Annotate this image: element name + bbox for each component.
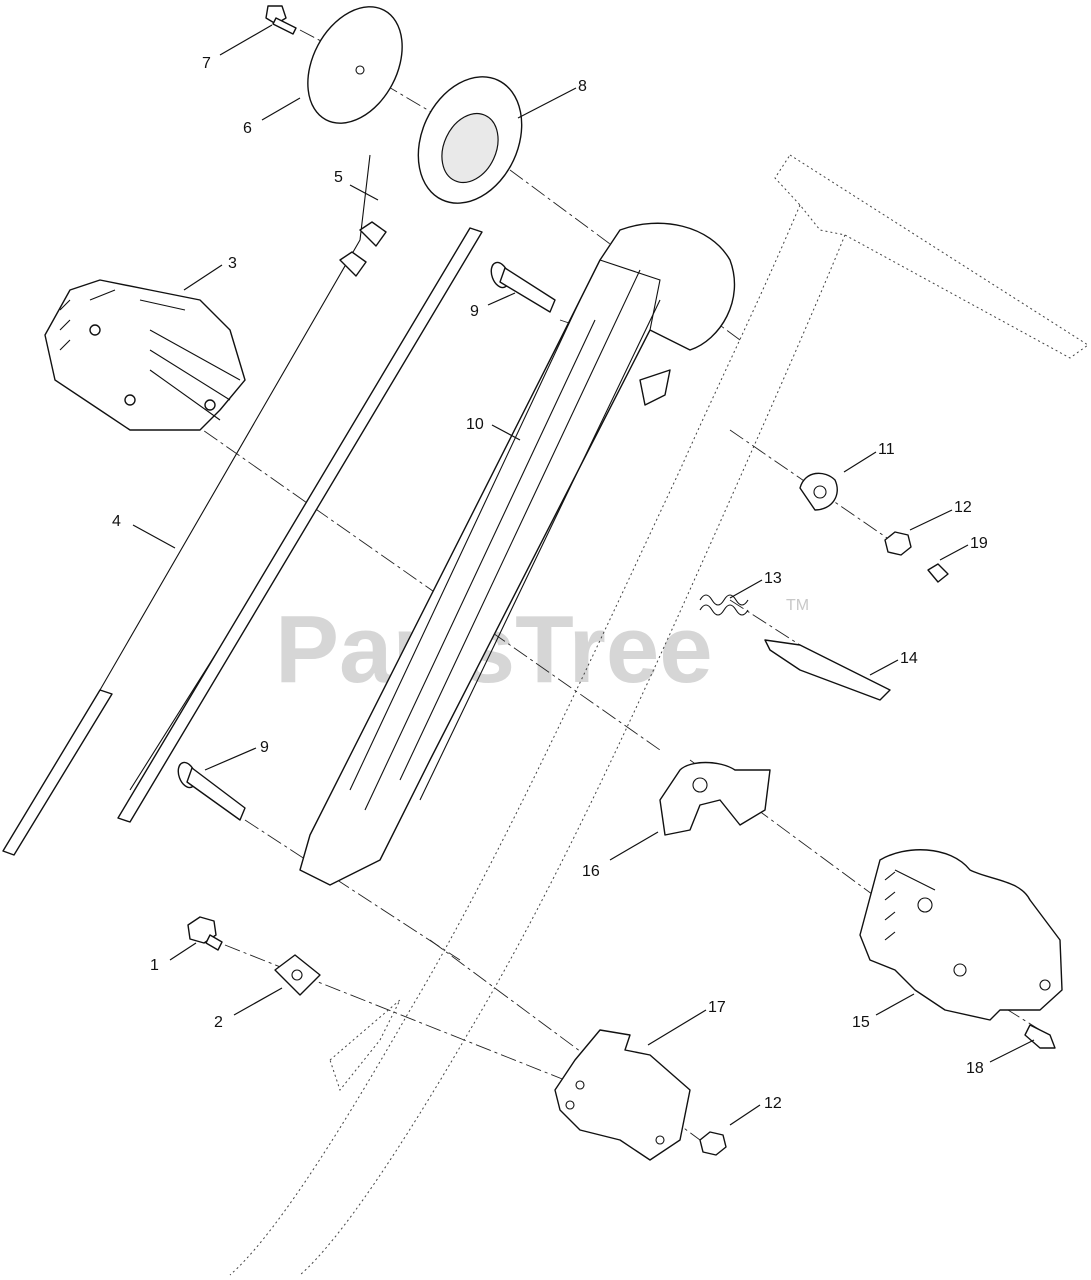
part-9-pin-upper [490,261,556,313]
callout-12b: 12 [764,1095,782,1112]
callout-7: 7 [202,55,211,72]
watermark: PartsTree TM [275,596,809,703]
callout-3: 3 [228,255,237,272]
part-10-bracket [299,222,736,886]
part-12-nut-lower [699,1131,727,1156]
part-9-pin-lower [177,761,246,821]
callout-17: 16 [582,863,600,880]
callout-labels: 7 6 5 8 3 9 10 4 11 12 19 13 14 9 16 1 2… [112,55,988,1112]
callout-leaders [132,24,1035,1126]
part-7-screw [265,5,297,35]
callout-13: 13 [764,570,782,587]
part-6-disc [307,6,403,124]
part-15-knob [859,849,1063,1021]
watermark-tm: TM [786,597,809,614]
callout-2: 2 [214,1014,223,1031]
part-1-bolt [187,916,223,951]
callout-1: 1 [150,957,159,974]
part-8-pulley [417,76,523,204]
handle-outline [229,154,1089,1276]
callout-9a: 9 [470,303,479,320]
part-14-plate [764,639,891,701]
part-3-housing [44,279,246,431]
callout-9b: 9 [260,739,269,756]
callout-6: 6 [243,120,252,137]
part-18-plate [554,1029,691,1161]
part-19-cap [927,563,949,583]
callout-15: 15 [852,1014,870,1031]
callout-5: 5 [334,169,343,186]
part-13-spring [699,594,749,616]
callout-10: 10 [466,416,484,433]
callout-16: 18 [966,1060,984,1077]
cables [2,154,483,856]
callout-19: 19 [970,535,988,552]
callout-12a: 12 [954,499,972,516]
part-16-screw [1024,1024,1056,1049]
callout-4: 4 [112,513,121,530]
part-11-washer [799,472,838,511]
callout-18: 17 [708,999,726,1016]
callout-14: 14 [900,650,918,667]
part-12-nut-upper [884,531,912,556]
part-2-clip [274,954,321,996]
callout-11: 11 [878,441,895,458]
part-17-lever [659,761,771,836]
callout-8: 8 [578,78,587,95]
